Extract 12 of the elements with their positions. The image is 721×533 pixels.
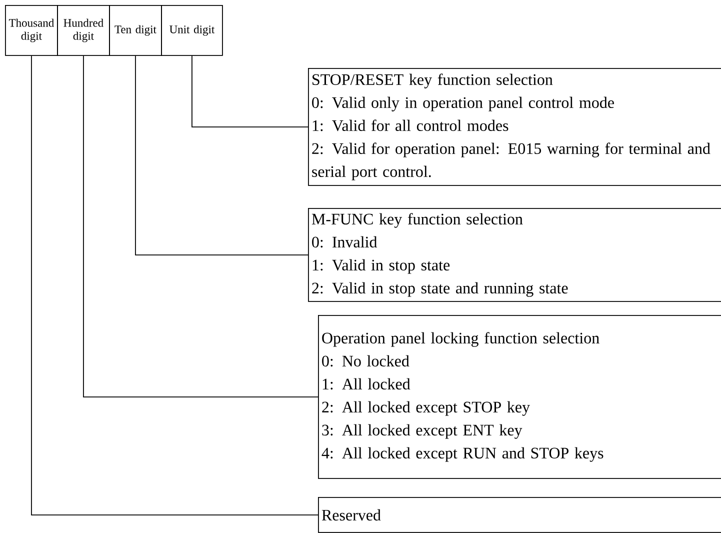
- description-box: M-FUNC key function selection 0: Invalid 1: Valid in stop state 2: Valid in stop state and running state: [308, 208, 721, 302]
- description-box: Operation panel locking function selection 0: No locked 1: All locked 2: All locked except STOP key 3: All locked except ENT key 4: All locked except RUN and STOP keys: [318, 315, 721, 479]
- digit-box: Ten digit: [109, 5, 162, 56]
- description-box: Reserved: [318, 497, 721, 533]
- connector-line: [83, 55, 318, 398]
- digit-box: Thousand digit: [5, 5, 58, 56]
- connector-line: [31, 55, 318, 516]
- digit-box: Hundred digit: [57, 5, 110, 56]
- connector-line: [192, 55, 308, 128]
- digit-box: Unit digit: [161, 5, 223, 56]
- connector-line: [135, 55, 308, 256]
- description-box: STOP/RESET key function selection 0: Valid only in operation panel control mode 1: Valid for all control modes 2: Valid for operation panel: E015 warning for terminal and serial port control.: [308, 68, 721, 186]
